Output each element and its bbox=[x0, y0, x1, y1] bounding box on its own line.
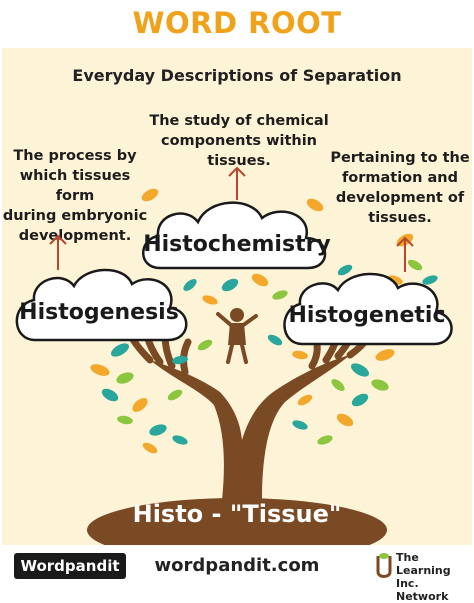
leaf-icon bbox=[117, 415, 133, 425]
root-word-label: Histo - "Tissue" bbox=[132, 500, 342, 528]
network-line: The Learning bbox=[396, 551, 451, 577]
leaf-icon bbox=[183, 279, 197, 291]
header: WORD ROOT bbox=[0, 0, 474, 48]
leaf-icon bbox=[375, 349, 395, 361]
leaf-icon bbox=[251, 273, 269, 287]
leaf-icon bbox=[292, 350, 308, 360]
leaf-icon bbox=[272, 290, 288, 300]
leaf-icon bbox=[90, 364, 110, 376]
network-line: Inc. Network bbox=[396, 577, 449, 603]
leaf-icon bbox=[297, 394, 313, 406]
leaf-icon bbox=[306, 198, 324, 212]
child-figure-icon bbox=[216, 308, 258, 364]
leaf-icon bbox=[336, 413, 354, 427]
wordpandit-logo[interactable]: Wordpandit bbox=[14, 553, 126, 579]
definition-line: development. bbox=[18, 228, 132, 244]
definition-line: components within bbox=[160, 133, 317, 149]
arrows bbox=[49, 166, 414, 272]
arrow-up-icon bbox=[49, 234, 67, 270]
term-histogenetic: Histogenetic bbox=[288, 303, 446, 328]
arrow-up-icon bbox=[396, 236, 414, 272]
definition-histogenetic: Pertaining to the formation and developm… bbox=[328, 148, 472, 228]
leaf-icon bbox=[267, 334, 283, 346]
definition-line: The process by bbox=[13, 148, 137, 164]
leaf-icon bbox=[197, 339, 213, 351]
leaf-icon bbox=[110, 343, 130, 357]
leaf-icon bbox=[116, 372, 134, 384]
cloud-histogenetic bbox=[283, 272, 453, 346]
definition-line: formation and bbox=[341, 170, 459, 186]
definition-histogenesis: The process by which tissues form during… bbox=[2, 146, 148, 246]
definition-line: which tissues form bbox=[19, 168, 131, 204]
leaf-icon bbox=[141, 188, 159, 202]
leaf-icon bbox=[292, 420, 308, 430]
leaf-icon bbox=[172, 355, 188, 365]
leaf-icon bbox=[371, 379, 389, 391]
leaf-icon bbox=[317, 435, 333, 445]
leaf-icon bbox=[221, 278, 239, 292]
learning-network-label: The Learning Inc. Network bbox=[396, 551, 470, 603]
leaf-icon bbox=[351, 393, 369, 407]
leaf-icon bbox=[132, 398, 148, 412]
definition-line: Pertaining to the bbox=[330, 150, 470, 166]
leaf-icon bbox=[167, 389, 183, 401]
leaf-icon bbox=[337, 264, 353, 276]
leaf-icon bbox=[142, 442, 158, 454]
left-hand-icon bbox=[124, 322, 192, 376]
site-link[interactable]: wordpandit.com bbox=[154, 555, 320, 576]
cloud-histochemistry bbox=[142, 201, 327, 270]
leaf-icon bbox=[101, 388, 119, 402]
definition-histochemistry: The study of chemical components within … bbox=[148, 111, 330, 171]
term-histochemistry: Histochemistry bbox=[143, 232, 331, 257]
leaves bbox=[90, 188, 438, 454]
subtitle: Everyday Descriptions of Separation bbox=[72, 66, 402, 85]
page-title: WORD ROOT bbox=[132, 6, 342, 40]
leaf-icon bbox=[149, 424, 167, 436]
leaf-icon bbox=[422, 275, 438, 285]
definition-line: tissues. bbox=[368, 210, 432, 226]
leaf-icon bbox=[172, 435, 188, 445]
arrow-up-icon bbox=[228, 166, 246, 200]
learning-network-logo-icon bbox=[376, 553, 392, 578]
definition-line: The study of chemical bbox=[149, 113, 329, 129]
leaf-icon bbox=[202, 295, 218, 305]
tree-trunk bbox=[150, 355, 350, 500]
cloud-histogenesis bbox=[15, 268, 188, 342]
leaf-icon bbox=[407, 259, 423, 271]
leaf-icon bbox=[331, 379, 345, 391]
definition-line: tissues. bbox=[207, 153, 271, 169]
definition-line: during embryonic bbox=[2, 208, 148, 224]
definition-line: development of bbox=[335, 190, 465, 206]
term-histogenesis: Histogenesis bbox=[19, 300, 179, 325]
leaf-icon bbox=[350, 363, 370, 377]
